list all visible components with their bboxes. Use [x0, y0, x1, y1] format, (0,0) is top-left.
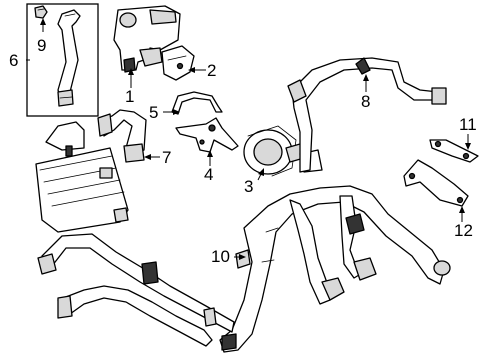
oil-cooler — [35, 121, 129, 233]
callout-1: 1 — [124, 87, 136, 106]
valve-1 — [113, 5, 181, 73]
strap-5 — [171, 91, 223, 115]
hose-8 — [287, 57, 447, 173]
callout-9: 9 — [36, 36, 48, 55]
bracket-2 — [161, 45, 195, 81]
bracket-11 — [429, 139, 479, 163]
callout-8: 8 — [360, 92, 372, 111]
callout-5: 5 — [148, 103, 160, 122]
callout-2: 2 — [206, 61, 218, 80]
callout-6: 6 — [8, 51, 20, 70]
bracket-12 — [403, 159, 469, 207]
bracket-4 — [175, 117, 239, 153]
callout-3: 3 — [243, 177, 255, 196]
hose-assembly-10 — [219, 185, 451, 353]
hose-6 — [57, 9, 81, 107]
callout-12: 12 — [453, 221, 474, 240]
lower-tube-set — [37, 233, 235, 347]
callout-11: 11 — [458, 115, 478, 134]
callout-4: 4 — [203, 165, 215, 184]
connector-9 — [34, 5, 48, 19]
callout-10: 10 — [210, 247, 231, 266]
callout-7: 7 — [161, 148, 173, 167]
leader-lines — [26, 18, 471, 260]
hose-7 — [97, 109, 147, 163]
